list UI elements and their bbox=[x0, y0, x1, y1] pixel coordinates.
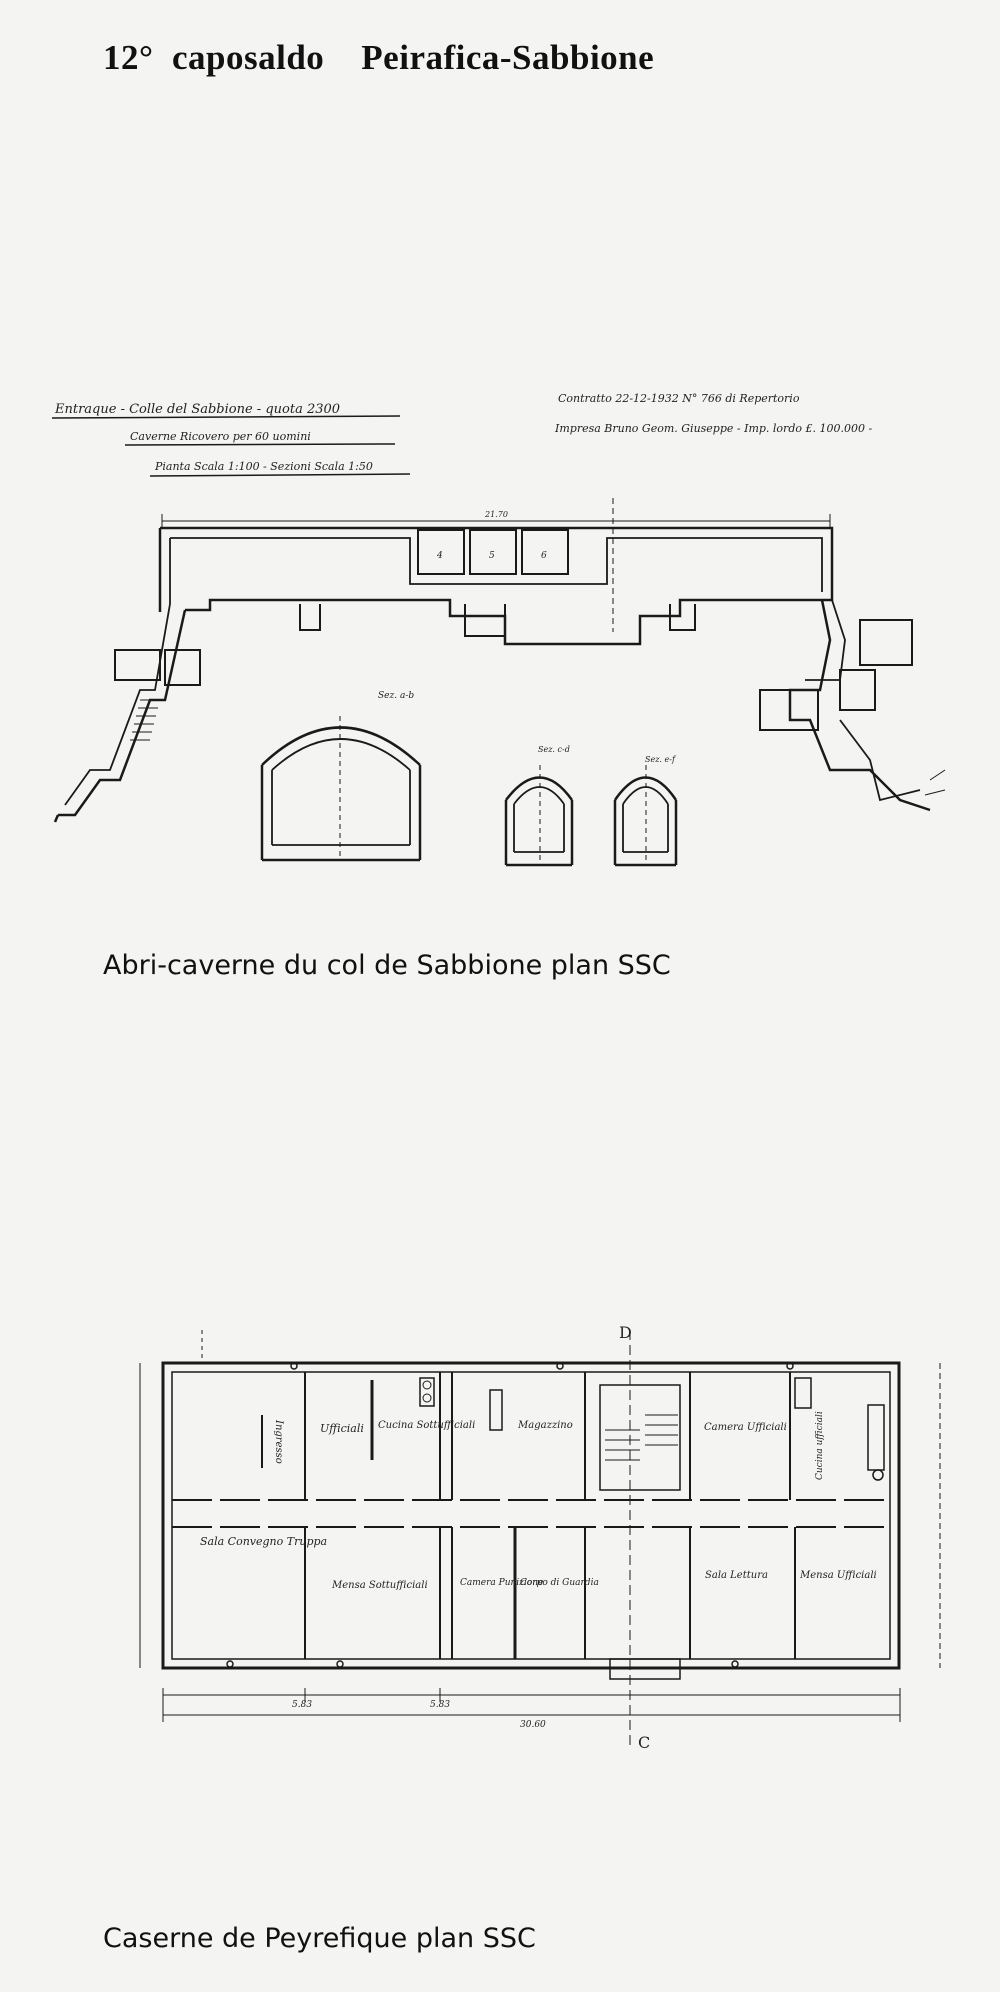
caption-barracks: Caserne de Peyrefique plan SSC bbox=[103, 1923, 536, 1954]
cavern-plan-drawing: Entraque - Colle del Sabbione - quota 23… bbox=[51, 392, 946, 867]
header-left-line-2: Caverne Ricovero per 60 uomini bbox=[130, 430, 311, 443]
header-right-line-2: Impresa Bruno Geom. Giuseppe - Imp. lord… bbox=[554, 422, 872, 435]
room-sala-convegno: Sala Convegno Truppa bbox=[200, 1535, 327, 1548]
room-magazzino: Magazzino bbox=[517, 1420, 573, 1431]
page-title: 12° caposaldo Peirafica-Sabbione bbox=[103, 38, 655, 77]
header-left-line-1: Entraque - Colle del Sabbione - quota 23… bbox=[54, 402, 340, 417]
room-mensa-sottufficiali: Mensa Sottufficiali bbox=[331, 1580, 428, 1591]
room-ufficiali: Ufficiali bbox=[320, 1422, 364, 1435]
section-label-ab: Sez. a-b bbox=[378, 691, 414, 701]
dimension-2: 5.83 bbox=[430, 1700, 450, 1710]
caption-cavern: Abri-caverne du col de Sabbione plan SSC bbox=[103, 950, 671, 981]
barracks-plan-drawing: Ufficiali Ingresso Cucina Sottufficiali … bbox=[139, 1323, 941, 1752]
room-ingresso: Ingresso bbox=[273, 1419, 284, 1464]
section-mark-d: D bbox=[619, 1323, 632, 1342]
room-camera-punizione: Camera Punizione bbox=[460, 1578, 543, 1588]
room-sala-lettura: Sala Lettura bbox=[705, 1570, 768, 1581]
room-mensa-ufficiali: Mensa Ufficiali bbox=[799, 1570, 877, 1581]
room-cucina-sottufficiali: Cucina Sottufficiali bbox=[378, 1420, 475, 1431]
room-number-4: 4 bbox=[436, 551, 443, 561]
header-right-line-1: Contratto 22-12-1932 N° 766 di Repertori… bbox=[558, 392, 800, 405]
header-left-line-3: Pianta Scala 1:100 - Sezioni Scala 1:50 bbox=[154, 460, 373, 473]
room-number-6: 6 bbox=[541, 551, 547, 561]
room-camera-ufficiali: Camera Ufficiali bbox=[704, 1422, 787, 1433]
dimension-1: 5.83 bbox=[292, 1700, 312, 1710]
room-corpo-di-guardia: Corpo di Guardia bbox=[520, 1578, 599, 1588]
dimension-top-label: 21.70 bbox=[484, 510, 508, 519]
section-label-cd: Sez. c-d bbox=[538, 745, 570, 754]
section-mark-c: C bbox=[638, 1733, 650, 1752]
room-number-5: 5 bbox=[489, 551, 495, 561]
section-label-ef: Sez. e-f bbox=[645, 755, 677, 764]
room-cucina-ufficiali: Cucina ufficiali bbox=[815, 1411, 825, 1480]
dimension-total: 30.60 bbox=[520, 1720, 546, 1730]
